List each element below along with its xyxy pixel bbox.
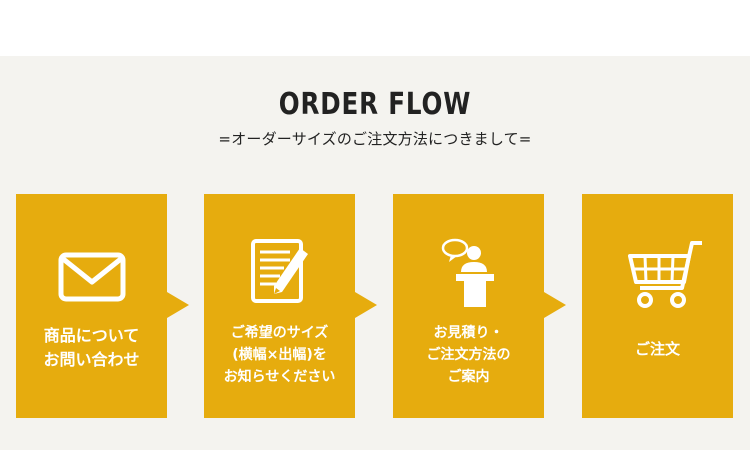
step-label-line: お問い合わせ: [43, 350, 140, 369]
step-label-line: お見積り・: [433, 325, 504, 341]
step-label-line: ご注文方法の: [426, 347, 511, 363]
envelope-icon: [58, 252, 126, 302]
step-label-line: お知らせください: [223, 369, 336, 385]
section-title: ORDER FLOW: [278, 87, 472, 122]
step-label: 商品について お問い合わせ: [16, 324, 167, 372]
step-label: ご注文: [582, 338, 733, 360]
shopping-cart-icon: [628, 241, 702, 308]
step-label-line: ご注文: [634, 340, 680, 358]
step-card-size: ご希望のサイズ (横幅×出幅)を お知らせください: [204, 194, 355, 418]
step-label-line: 商品について: [43, 326, 140, 345]
step-label-line: (横幅×出幅)を: [232, 347, 327, 363]
step-label: ご希望のサイズ (横幅×出幅)を お知らせください: [204, 322, 355, 388]
presenter-icon: [441, 238, 494, 307]
step-card-estimate: お見積り・ ご注文方法の ご案内: [393, 194, 544, 418]
flow-arrow: [355, 292, 377, 318]
step-label-line: ご案内: [447, 369, 490, 385]
step-card-order: ご注文: [582, 194, 733, 418]
step-label-line: ご希望のサイズ: [230, 325, 329, 341]
step-label: お見積り・ ご注文方法の ご案内: [393, 322, 544, 388]
flow-arrow: [544, 292, 566, 318]
flow-arrow: [167, 292, 189, 318]
step-card-inquiry: 商品について お問い合わせ: [16, 194, 167, 418]
section-subtitle: =オーダーサイズのご注文方法につきまして=: [218, 130, 532, 148]
form-pencil-icon: [251, 239, 308, 303]
